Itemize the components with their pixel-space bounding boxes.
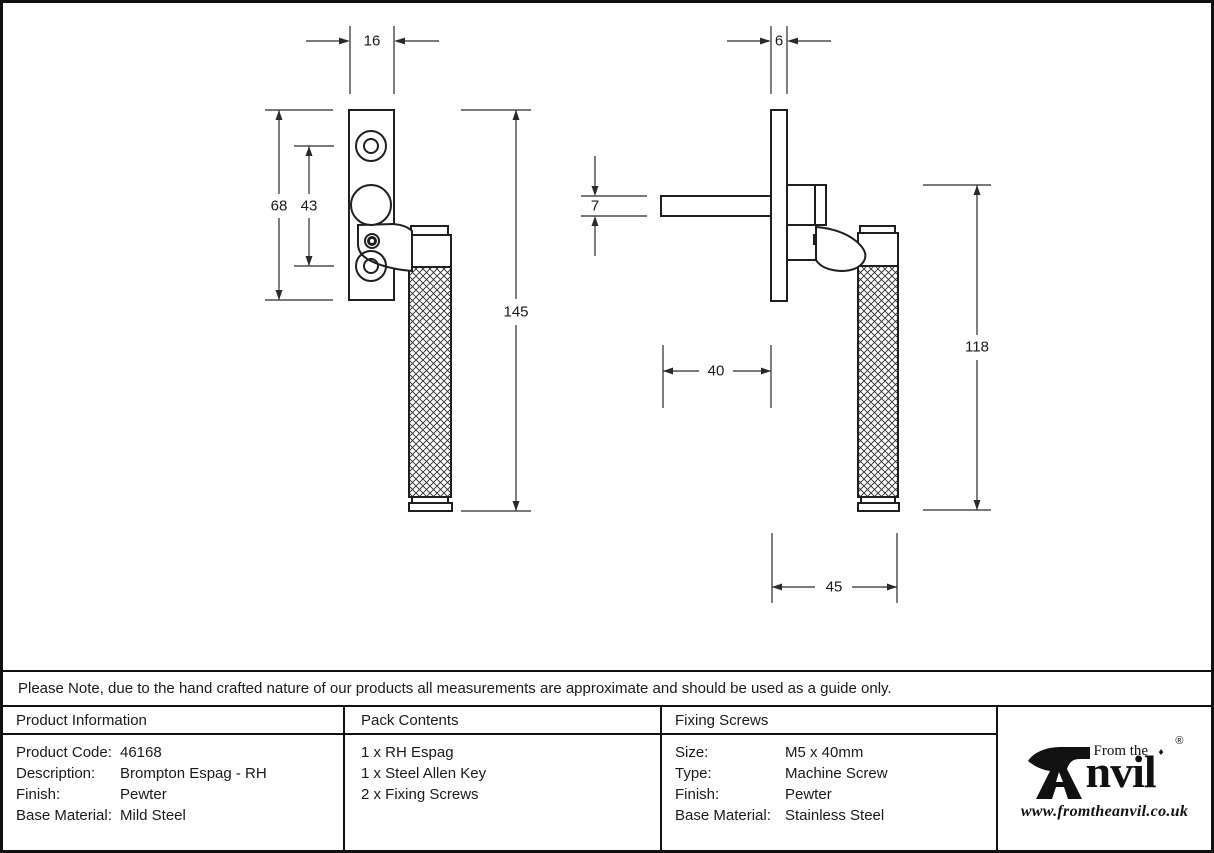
technical-drawing: 16 68 43 145 bbox=[265, 26, 991, 603]
svg-text:145: 145 bbox=[503, 304, 528, 321]
logo-website-url: www.fromtheanvil.co.uk bbox=[1020, 802, 1189, 820]
svg-text:68: 68 bbox=[271, 198, 288, 215]
row-value: Machine Screw bbox=[785, 765, 888, 782]
svg-text:118: 118 bbox=[965, 339, 989, 356]
front-knob bbox=[350, 184, 392, 226]
table-row: Product Code: 46168 bbox=[16, 742, 330, 763]
front-pivot-inner bbox=[367, 236, 377, 246]
row-value: Stainless Steel bbox=[785, 807, 885, 824]
front-grip-ring2 bbox=[408, 502, 453, 512]
pack-contents-header: Pack Contents bbox=[345, 707, 662, 735]
anvil-icon bbox=[1027, 746, 1090, 799]
row-value: Pewter bbox=[785, 786, 832, 803]
row-label: Type: bbox=[675, 765, 712, 782]
row-label: Description: bbox=[16, 765, 96, 782]
brand-logo-cell: From the ♦ nvil ® www.fromtheanvil.co.uk bbox=[998, 707, 1211, 850]
product-information-header: Product Information bbox=[3, 707, 345, 735]
dim-front-hole-spacing: 43 bbox=[294, 145, 334, 267]
front-grip-ferrule-top bbox=[410, 225, 449, 236]
row-label: Base Material: bbox=[675, 807, 771, 824]
side-grip-ferrule-top bbox=[859, 225, 896, 234]
logo-wordmark: nvil bbox=[1085, 745, 1157, 797]
fixing-screws-header: Fixing Screws bbox=[662, 707, 998, 735]
table-row: Base Material: Stainless Steel bbox=[675, 805, 983, 826]
list-item: 1 x RH Espag bbox=[361, 744, 454, 761]
front-grip-knurl bbox=[408, 266, 452, 498]
svg-text:45: 45 bbox=[826, 579, 843, 596]
diamond-icon: ♦ bbox=[1158, 746, 1164, 758]
dim-side-spindle-thickness: 7 bbox=[581, 156, 647, 256]
row-value: Mild Steel bbox=[120, 807, 186, 824]
side-grip-knurl bbox=[857, 265, 899, 498]
list-item: 2 x Fixing Screws bbox=[361, 786, 479, 803]
front-screw-hole-bottom-outer bbox=[355, 250, 387, 282]
side-grip-ring2 bbox=[857, 502, 900, 512]
dim-side-plate-thickness: 6 bbox=[727, 26, 831, 94]
table-row: Base Material: Mild Steel bbox=[16, 805, 330, 826]
dim-front-plate-height: 68 bbox=[265, 109, 333, 301]
row-label: Size: bbox=[675, 744, 709, 761]
side-set-screw bbox=[813, 234, 817, 245]
fixing-screws-body: Size: M5 x 40mm Type: Machine Screw Fini… bbox=[662, 735, 998, 850]
svg-text:40: 40 bbox=[708, 363, 725, 380]
svg-text:43: 43 bbox=[301, 198, 318, 215]
side-spindle bbox=[660, 195, 772, 217]
dim-side-handle-length: 118 bbox=[923, 184, 991, 511]
table-row: Finish: Pewter bbox=[675, 784, 983, 805]
front-dimensions: 16 68 43 145 bbox=[265, 26, 531, 512]
front-view-handle bbox=[348, 109, 453, 512]
row-value: Pewter bbox=[120, 786, 167, 803]
row-label: Base Material: bbox=[16, 807, 112, 824]
table-row: Description: Brompton Espag - RH bbox=[16, 763, 330, 784]
from-the-anvil-logo: From the ♦ nvil ® www.fromtheanvil.co.uk bbox=[1021, 733, 1188, 825]
list-item: 1 x Steel Allen Key bbox=[361, 765, 487, 782]
info-panel: Please Note, due to the hand crafted nat… bbox=[3, 670, 1211, 850]
svg-text:7: 7 bbox=[591, 198, 599, 215]
pack-contents-body: 1 x RH Espag 1 x Steel Allen Key 2 x Fix… bbox=[345, 735, 662, 850]
row-value: M5 x 40mm bbox=[785, 744, 864, 761]
row-label: Product Code: bbox=[16, 744, 112, 761]
side-dimensions: 6 7 40 118 4 bbox=[581, 26, 991, 603]
logo-prefix: From the bbox=[1093, 742, 1149, 759]
product-information-body: Product Code: 46168 Description: Brompto… bbox=[3, 735, 345, 850]
side-view-handle bbox=[660, 109, 900, 512]
disclaimer-note: Please Note, due to the hand crafted nat… bbox=[3, 672, 1211, 707]
table-row: Size: M5 x 40mm bbox=[675, 742, 983, 763]
front-screw-hole-bottom-inner bbox=[363, 258, 379, 274]
side-body-upper bbox=[786, 184, 827, 226]
dim-front-overall-length: 145 bbox=[461, 109, 531, 512]
registered-mark-icon: ® bbox=[1175, 734, 1184, 747]
side-body-lower bbox=[786, 224, 817, 261]
dim-side-spindle-length: 40 bbox=[662, 345, 772, 408]
svg-text:16: 16 bbox=[364, 33, 381, 50]
table-row: Type: Machine Screw bbox=[675, 763, 983, 784]
svg-text:6: 6 bbox=[775, 33, 783, 50]
dim-side-projection: 45 bbox=[771, 533, 898, 603]
side-neck bbox=[815, 225, 867, 273]
dim-front-plate-width: 16 bbox=[306, 26, 439, 94]
side-backplate bbox=[770, 109, 788, 302]
disclaimer-text: Please Note, due to the hand crafted nat… bbox=[18, 680, 892, 697]
row-value: Brompton Espag - RH bbox=[120, 765, 267, 782]
table-row: Finish: Pewter bbox=[16, 784, 330, 805]
front-screw-hole-top-inner bbox=[363, 138, 379, 154]
row-value: 46168 bbox=[120, 744, 162, 761]
row-label: Finish: bbox=[675, 786, 720, 803]
row-label: Finish: bbox=[16, 786, 61, 803]
